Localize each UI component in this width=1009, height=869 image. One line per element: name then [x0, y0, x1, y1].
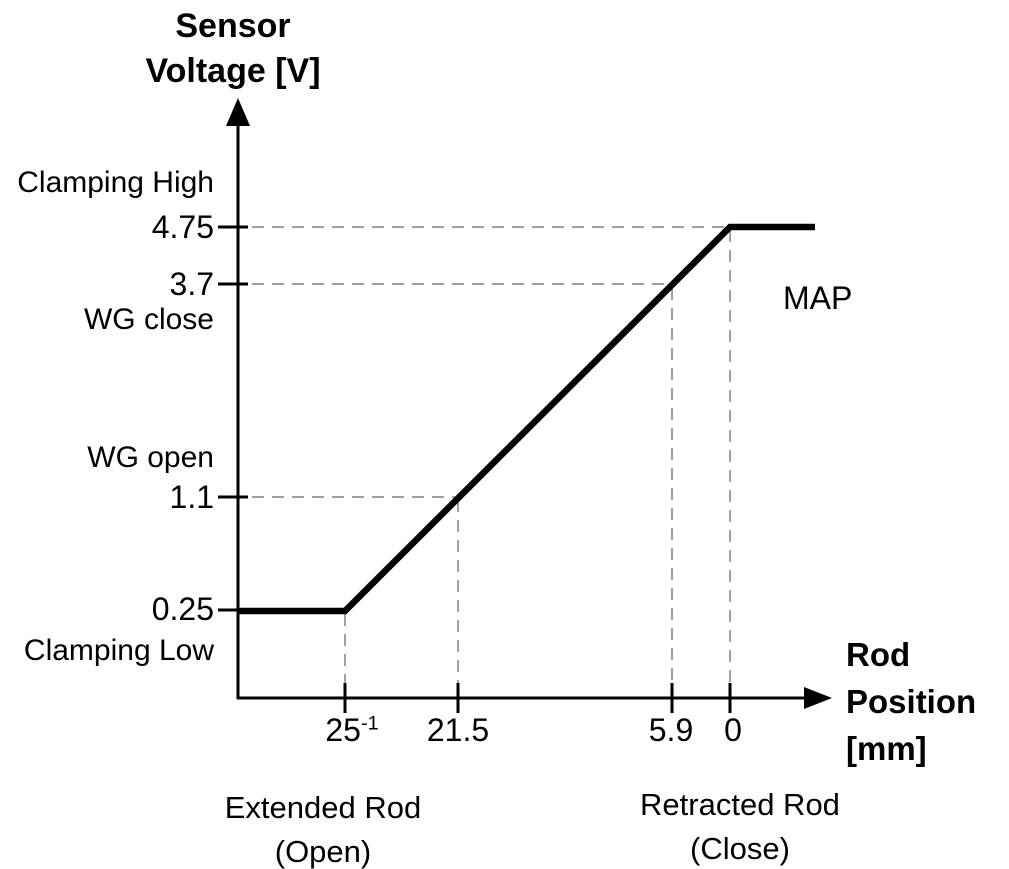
y-tick-label-3-7: 3.7 [169, 266, 214, 302]
x-axis-title: Rod Position [mm] [846, 631, 976, 772]
annotation-extended-rod-line1: Extended Rod [224, 790, 422, 825]
x-tick-label-21-5: 21.5 [426, 712, 490, 748]
x-tick-label-25: 25-1 [292, 712, 412, 749]
annotation-extended-rod: Extended Rod (Open) [168, 786, 478, 869]
y-axis-arrowhead [226, 98, 250, 126]
y-tick-note-wg-open: WG open [87, 441, 214, 474]
y-tick-note-clamping-low: Clamping Low [23, 634, 214, 667]
x-tick-label-5-9: 5.9 [648, 712, 694, 748]
x-axis-title-line2: Position [846, 683, 977, 720]
y-tick-note-wg-close: WG close [83, 303, 214, 336]
map-curve [238, 223, 815, 615]
y-axis-title: Sensor Voltage [V] [80, 4, 386, 94]
y-tick-label-0-25: 0.25 [151, 591, 214, 627]
y-tick-label-1-1: 1.1 [169, 479, 214, 515]
y-tick-note-clamping-high: Clamping High [17, 166, 214, 199]
x-tick-25-base: 25 [325, 712, 361, 748]
annotation-retracted-rod-line1: Retracted Rod [640, 787, 840, 822]
x-tick-25-superscript: -1 [360, 712, 379, 735]
x-axis-title-line3: [mm] [846, 730, 927, 767]
y-axis-title-line2: Voltage [V] [145, 52, 321, 90]
series-label-map: MAP [783, 280, 853, 316]
annotation-retracted-rod: Retracted Rod (Close) [585, 783, 895, 869]
x-tick-label-0: 0 [724, 712, 742, 748]
annotation-retracted-rod-line2: (Close) [690, 831, 790, 866]
y-tick-label-4-75: 4.75 [151, 209, 214, 245]
x-axis-title-line1: Rod [846, 636, 911, 673]
y-axis-title-line1: Sensor [175, 7, 291, 45]
annotation-extended-rod-line2: (Open) [274, 834, 372, 869]
x-axis-arrowhead [804, 687, 832, 709]
